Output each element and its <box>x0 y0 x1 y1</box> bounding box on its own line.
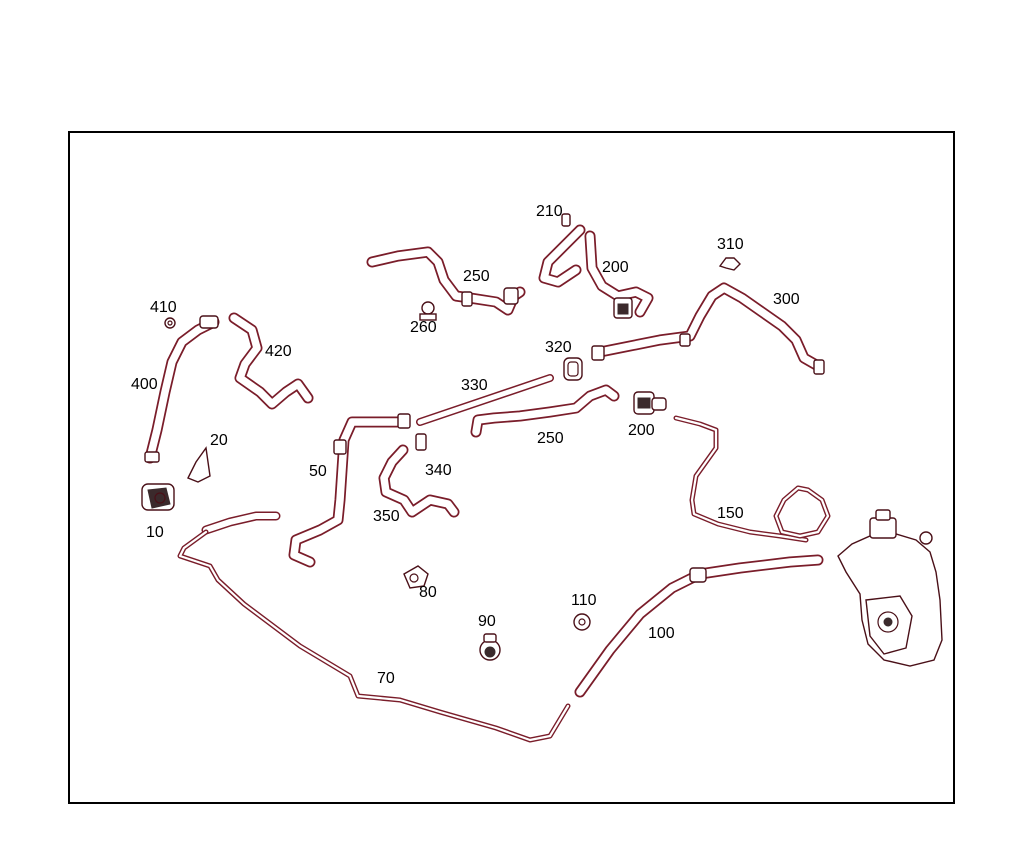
expansion-tank[interactable] <box>837 509 943 667</box>
hose-250-upper[interactable] <box>366 246 526 316</box>
part-260-fitting[interactable] <box>419 301 437 321</box>
part-340-clip[interactable] <box>415 433 427 451</box>
callout-20: 20 <box>210 432 228 449</box>
callout-210: 210 <box>536 203 563 220</box>
part-210-clip[interactable] <box>561 213 571 227</box>
callout-100: 100 <box>648 625 675 642</box>
part-320-cap[interactable] <box>563 357 583 381</box>
diagram-frame <box>68 131 955 804</box>
part-20-bracket[interactable] <box>187 446 211 483</box>
callout-200a: 200 <box>602 259 629 276</box>
callout-labels: 410 400 420 20 10 50 350 340 330 250 260 210 200 310 3… <box>131 203 800 687</box>
part-200-thermostat-lower[interactable] <box>633 391 667 415</box>
callout-350: 350 <box>373 508 400 525</box>
callout-420: 420 <box>265 343 292 360</box>
callout-90: 90 <box>478 613 496 630</box>
callout-340: 340 <box>425 462 452 479</box>
callout-250b: 250 <box>537 430 564 447</box>
part-100-clamp[interactable] <box>689 567 707 583</box>
callout-70: 70 <box>377 670 395 687</box>
part-300-fittings[interactable] <box>591 333 825 375</box>
part-90-fitting[interactable] <box>479 633 501 661</box>
pipe-330[interactable] <box>416 374 554 426</box>
hose-400[interactable] <box>144 316 220 464</box>
part-50-connector[interactable] <box>333 413 411 455</box>
part-10-pump[interactable] <box>141 483 175 511</box>
hose-10-feed[interactable] <box>201 511 281 535</box>
callout-310: 310 <box>717 236 744 253</box>
callout-50: 50 <box>309 463 327 480</box>
hose-300[interactable] <box>594 282 824 372</box>
hose-50[interactable] <box>288 416 411 568</box>
part-250-connectors[interactable] <box>461 287 519 307</box>
callout-400: 400 <box>131 376 158 393</box>
callout-250a: 250 <box>463 268 490 285</box>
callout-320: 320 <box>545 339 572 356</box>
part-400-clamp[interactable] <box>144 315 219 463</box>
hose-420[interactable] <box>228 312 314 410</box>
callout-150: 150 <box>717 505 744 522</box>
part-410-screw[interactable] <box>164 317 176 329</box>
part-200-thermostat-upper[interactable] <box>613 297 633 319</box>
callout-80: 80 <box>419 584 437 601</box>
callout-10: 10 <box>146 524 164 541</box>
pipe-70[interactable] <box>177 529 571 743</box>
callout-110: 110 <box>571 592 597 609</box>
hose-350[interactable] <box>378 444 460 518</box>
part-110-fitting[interactable] <box>573 613 591 631</box>
pipe-150[interactable] <box>673 415 831 543</box>
part-80-bracket[interactable] <box>403 565 429 589</box>
callout-200b: 200 <box>628 422 655 439</box>
callout-330: 330 <box>461 377 488 394</box>
callout-410: 410 <box>150 299 177 316</box>
hose-250-lower[interactable] <box>470 384 620 438</box>
callout-300: 300 <box>773 291 800 308</box>
callout-260: 260 <box>410 319 437 336</box>
hose-100[interactable] <box>574 554 824 698</box>
hose-210-200[interactable] <box>538 224 654 318</box>
part-310-clip[interactable] <box>718 257 741 271</box>
